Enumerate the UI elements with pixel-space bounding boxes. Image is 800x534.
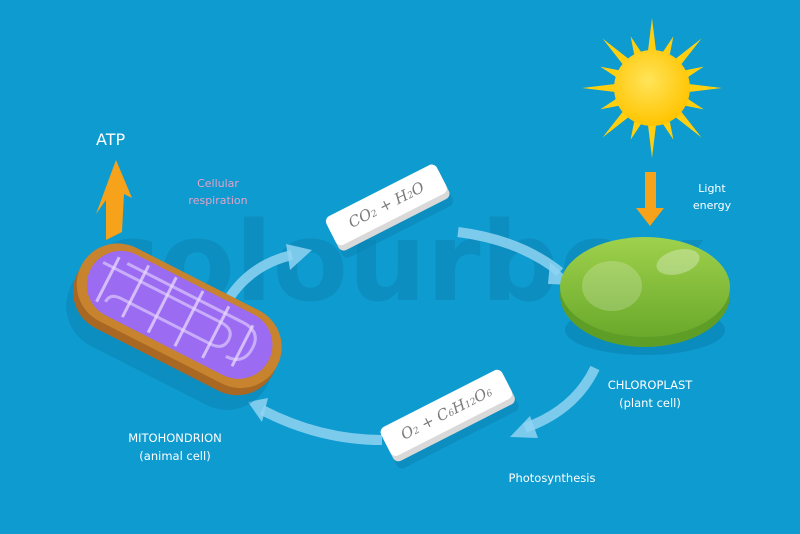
sun-ray — [647, 121, 657, 158]
light-arrow-icon — [636, 172, 664, 226]
sun-ray — [672, 108, 702, 138]
label-line: Cellular — [197, 177, 239, 190]
sun-ray — [647, 18, 657, 55]
label-line: respiration — [188, 194, 248, 207]
atp-label: ATP — [96, 130, 126, 149]
arrowhead-icon — [286, 244, 312, 270]
label-line: CHLOROPLAST — [607, 378, 693, 392]
sun-icon — [582, 18, 722, 158]
cellular-respiration-label: Cellular respiration — [178, 175, 258, 209]
arrow-mito-to-co2 — [223, 250, 294, 303]
arrow-o2-to-mito — [259, 405, 383, 445]
arrowhead-icon — [510, 416, 538, 438]
atp-arrow-icon — [96, 160, 132, 240]
card-o2-glucose: O2 + C6H12O6 — [380, 369, 519, 469]
sun-ray — [582, 83, 619, 93]
label-line: (plant cell) — [619, 396, 681, 410]
svg-text:O2 + C6H12O6: O2 + C6H12O6 — [398, 382, 495, 444]
photosynthesis-label: Photosynthesis — [508, 471, 596, 485]
light-energy-label: Light energy — [684, 180, 740, 214]
label-line: (animal cell) — [139, 449, 211, 463]
sun-ray — [685, 83, 722, 93]
chloroplast-icon — [560, 237, 730, 355]
arrow-chloroplast-to-o2 — [523, 365, 600, 433]
label-line: MITOHONDRION — [128, 431, 222, 445]
label-line: energy — [692, 199, 732, 212]
label-line: Light — [698, 182, 726, 195]
sun-ray — [602, 108, 632, 138]
arrowhead-icon — [248, 398, 268, 422]
chloroplast-label: CHLOROPLAST (plant cell) — [595, 376, 705, 412]
mitochondrion-label: MITOHONDRION (animal cell) — [120, 429, 230, 465]
mitochondrion-icon — [66, 243, 282, 410]
sun-ray — [602, 38, 632, 68]
sun-ray — [672, 38, 702, 68]
card-co2-h2o: CO2 + H2O — [325, 164, 454, 258]
